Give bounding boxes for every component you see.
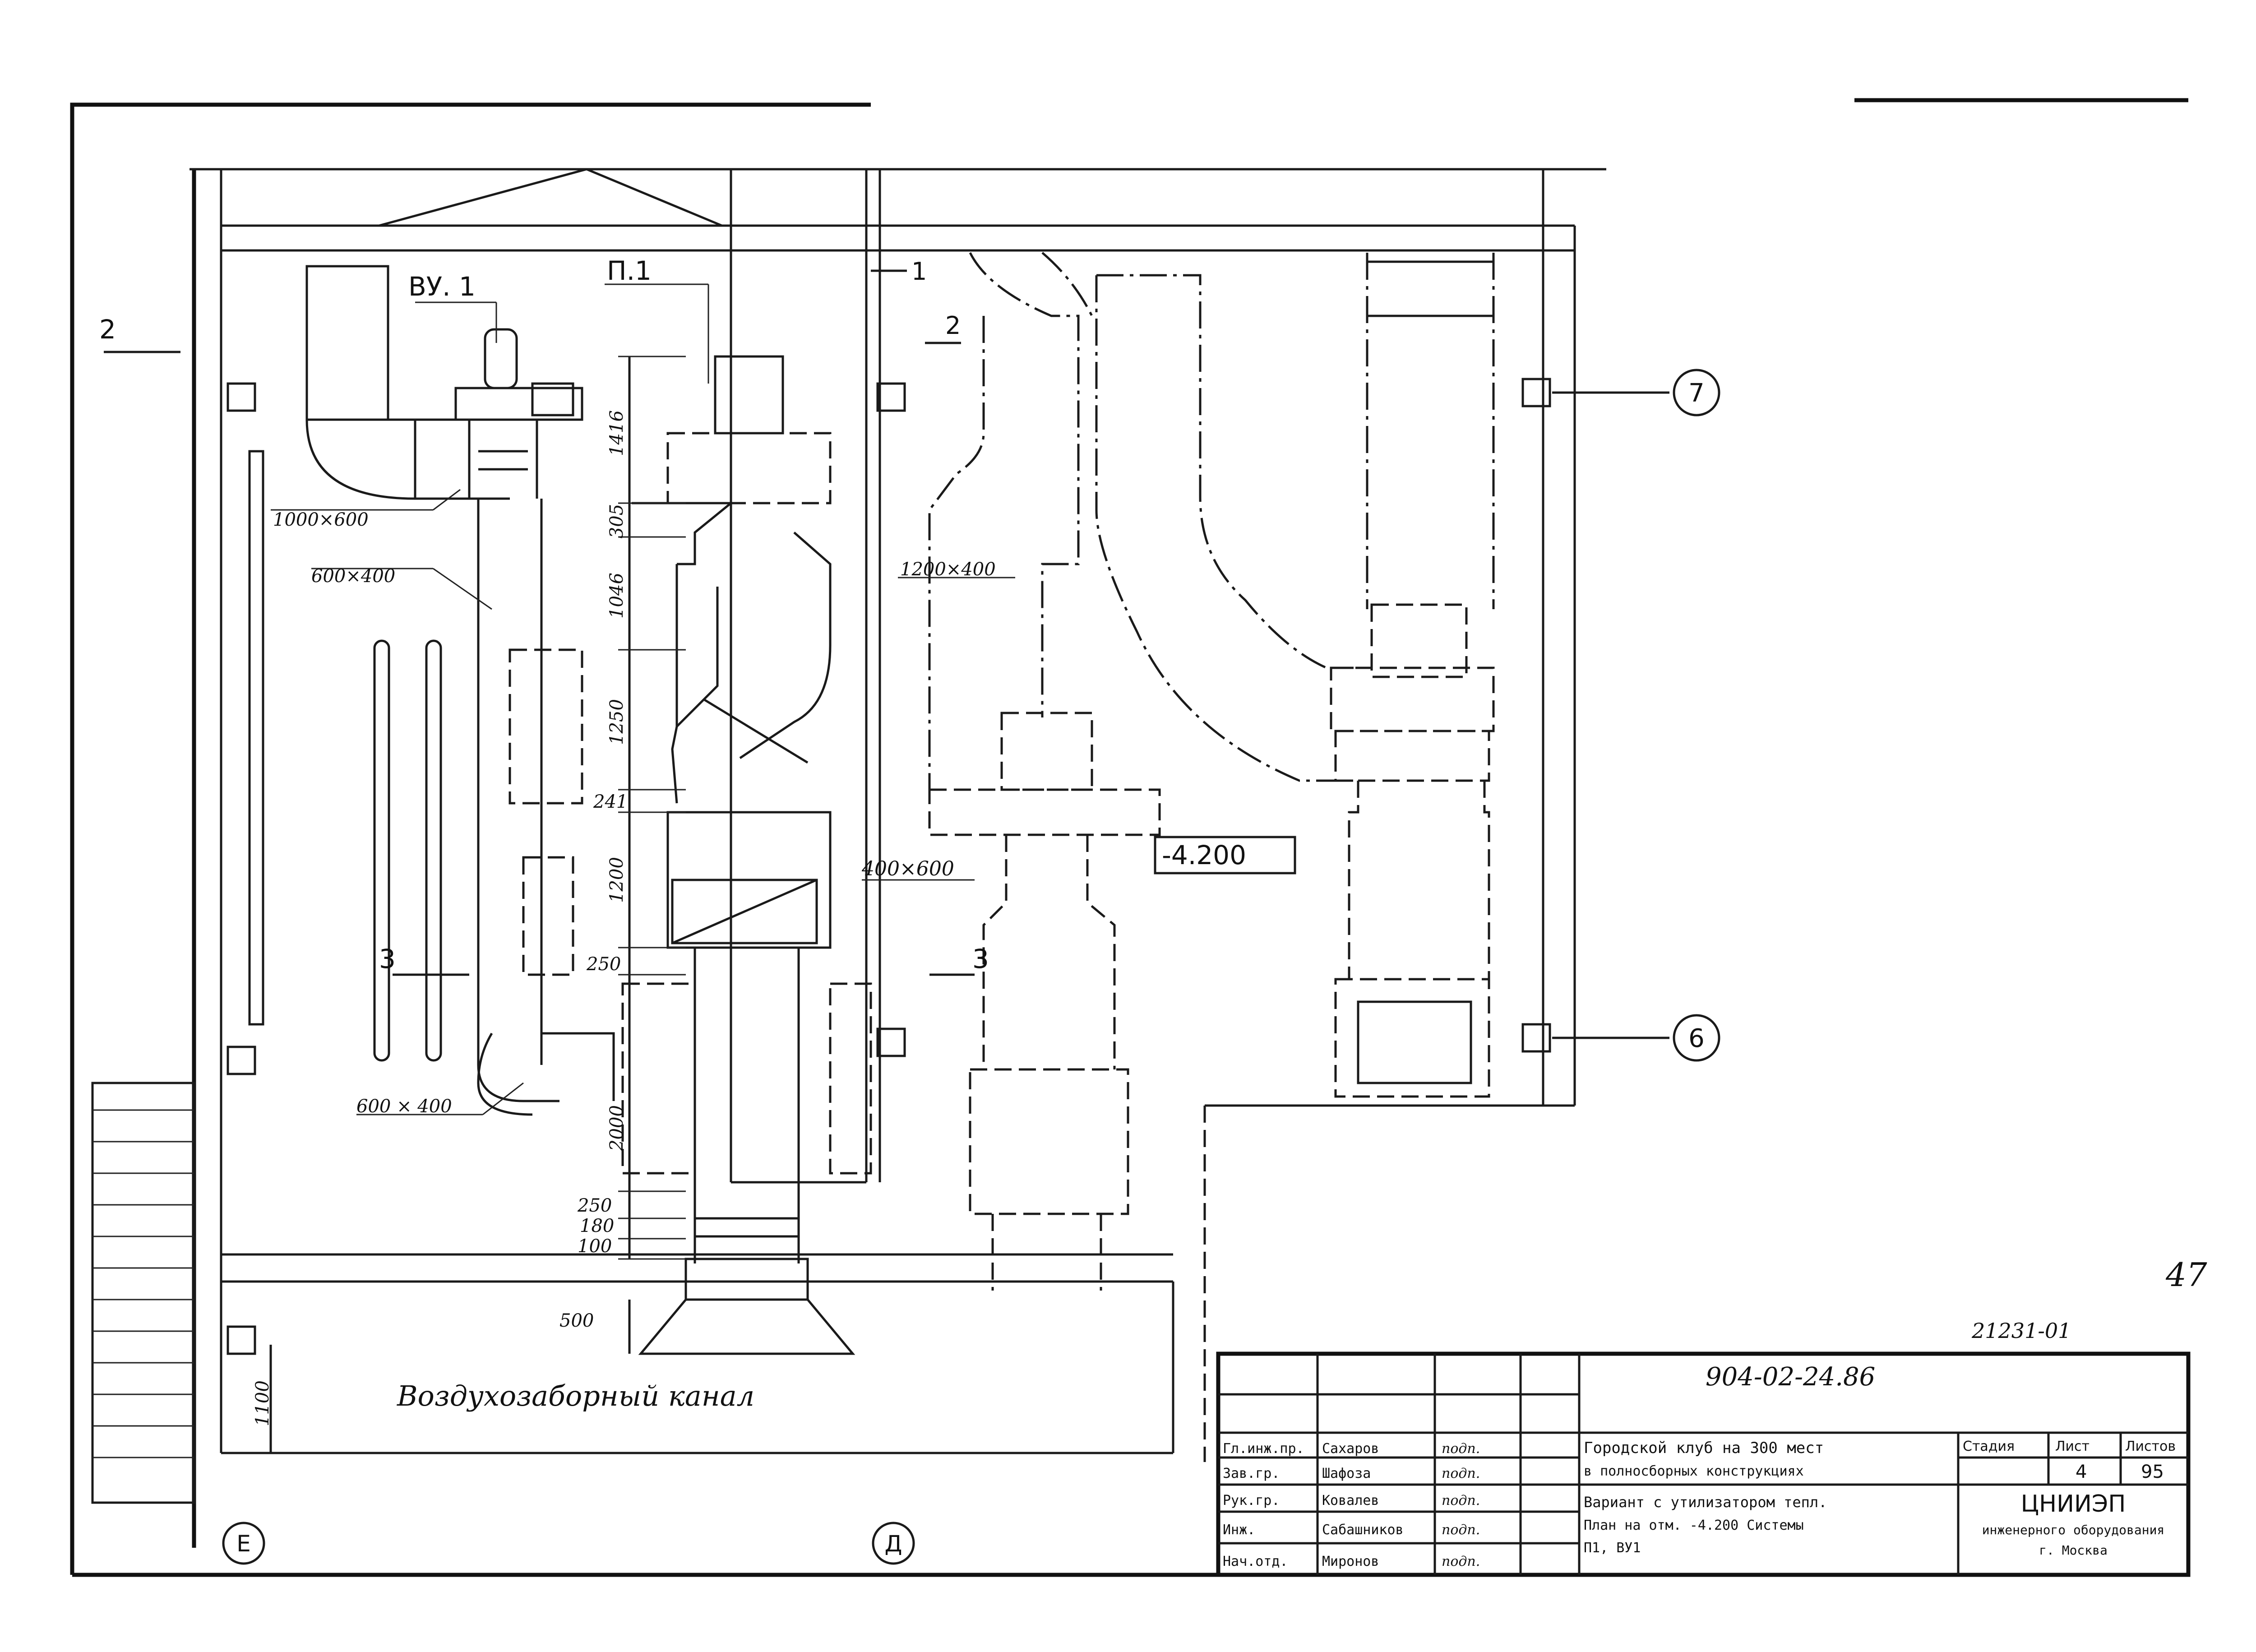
name-1: Сахаров bbox=[1322, 1441, 1379, 1457]
side-code: 21231-01 bbox=[1971, 1319, 2071, 1343]
signature-5: подп. bbox=[1442, 1554, 1480, 1569]
duct-system-p1 bbox=[621, 355, 872, 1355]
radiators bbox=[248, 450, 442, 1062]
dim-2000: 2000 bbox=[606, 1105, 627, 1152]
label-duct-400x600: 400×600 bbox=[861, 857, 954, 880]
sheet-label: Лист bbox=[2055, 1439, 2090, 1454]
axis-label-6: 6 bbox=[1688, 1024, 1705, 1053]
axis-label-E: Е bbox=[236, 1531, 251, 1557]
name-2: Шафоза bbox=[1322, 1466, 1371, 1481]
label-duct-600x400-bottom: 600 × 400 bbox=[356, 1096, 452, 1117]
name-5: Миронов bbox=[1322, 1554, 1379, 1569]
label-duct-600x400-top: 600×400 bbox=[311, 566, 395, 587]
room-walls bbox=[190, 168, 1606, 1548]
dim-500: 500 bbox=[559, 1310, 594, 1331]
signature-3: подп. bbox=[1442, 1493, 1480, 1509]
sheet-title-line2: План на отм. -4.200 Системы bbox=[1584, 1518, 1804, 1533]
columns bbox=[227, 378, 1551, 1355]
duct-system-middle bbox=[928, 252, 1161, 1291]
dim-1100: 1100 bbox=[252, 1380, 273, 1426]
elevation-frame bbox=[1154, 836, 1296, 875]
section-mark-3-mid: 3 bbox=[972, 944, 989, 974]
signature-4: подп. bbox=[1442, 1522, 1480, 1538]
axis-bubbles bbox=[222, 369, 1720, 1565]
label-air-intake-channel: Воздухозаборный канал bbox=[397, 1379, 754, 1412]
org-city: г. Москва bbox=[2039, 1543, 2108, 1558]
section-mark-1: 1 bbox=[911, 257, 927, 286]
dimension-chain bbox=[269, 356, 686, 1453]
axis-label-D: Д bbox=[884, 1531, 902, 1557]
org-name: ЦНИИЭП bbox=[2021, 1490, 2126, 1518]
section-mark-2-mid: 2 bbox=[945, 311, 961, 340]
title-block: 904-02-24.86 Городской клуб на 300 мест … bbox=[1223, 1362, 2176, 1569]
label-vu1: ВУ. 1 bbox=[408, 271, 476, 302]
role-5: Нач.отд. bbox=[1223, 1554, 1288, 1569]
sheet-title: Вариант с утилизатором тепл. bbox=[1584, 1494, 1827, 1511]
role-4: Инж. bbox=[1223, 1522, 1255, 1538]
dim-180: 180 bbox=[580, 1216, 614, 1236]
project-name-line2: в полносборных конструкциях bbox=[1584, 1463, 1804, 1479]
dim-241: 241 bbox=[593, 791, 628, 812]
sheets-label: Листов bbox=[2125, 1439, 2176, 1454]
org-line2: инженерного оборудования bbox=[1982, 1522, 2165, 1537]
doc-code: 904-02-24.86 bbox=[1706, 1362, 1875, 1392]
label-duct-1000x600: 1000×600 bbox=[273, 509, 369, 530]
staircase bbox=[91, 1082, 195, 1504]
sheets-total: 95 bbox=[2141, 1462, 2164, 1482]
leader-lines bbox=[104, 269, 1669, 1115]
label-duct-1200x400: 1200×400 bbox=[900, 559, 996, 580]
dim-1046: 1046 bbox=[606, 573, 627, 619]
label-p1: П.1 bbox=[607, 255, 652, 286]
section-mark-3-left: 3 bbox=[379, 944, 396, 974]
label-elevation: -4.200 bbox=[1162, 840, 1246, 870]
dim-1250: 1250 bbox=[606, 699, 627, 745]
axis-label-7: 7 bbox=[1688, 379, 1705, 408]
signature-2: подп. bbox=[1442, 1466, 1480, 1481]
sheet-number: 4 bbox=[2076, 1462, 2087, 1482]
dim-250-b: 250 bbox=[577, 1195, 612, 1216]
dim-1200: 1200 bbox=[606, 857, 627, 903]
page-number: 47 bbox=[2165, 1256, 2207, 1294]
duct-system-right bbox=[1095, 253, 1495, 1098]
project-name: Городской клуб на 300 мест bbox=[1584, 1439, 1824, 1457]
duct-system-vu1 bbox=[305, 265, 615, 1116]
dim-250-a: 250 bbox=[586, 954, 621, 975]
title-block-grid bbox=[1216, 1351, 2191, 1577]
role-3: Рук.гр. bbox=[1223, 1493, 1280, 1509]
role-1: Гл.инж.пр. bbox=[1223, 1441, 1304, 1457]
signature-1: подп. bbox=[1442, 1441, 1480, 1457]
dim-305: 305 bbox=[606, 504, 627, 538]
role-2: Зав.гр. bbox=[1223, 1466, 1280, 1481]
dim-100: 100 bbox=[578, 1236, 612, 1257]
dim-1416: 1416 bbox=[606, 410, 627, 456]
name-4: Сабашников bbox=[1322, 1522, 1404, 1538]
stage-label: Стадия bbox=[1963, 1439, 2015, 1454]
section-mark-2-left: 2 bbox=[99, 314, 116, 345]
name-3: Ковалев bbox=[1322, 1493, 1379, 1509]
sheet-title-line3: П1, ВУ1 bbox=[1584, 1540, 1641, 1556]
